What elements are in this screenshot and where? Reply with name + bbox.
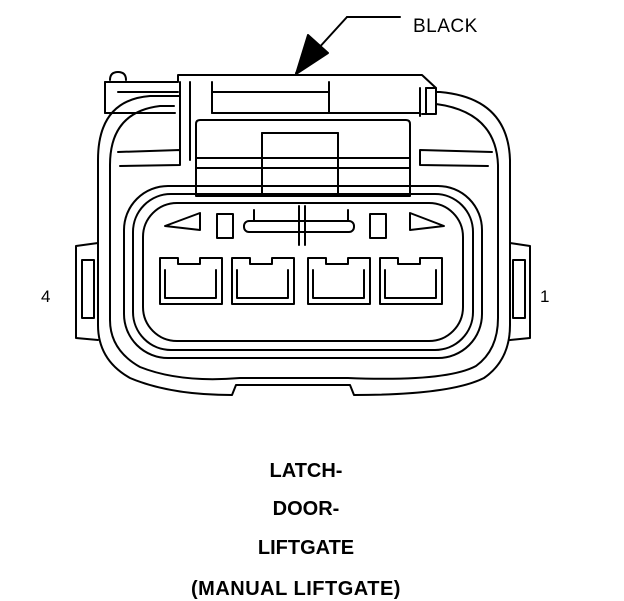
wire-color-label: BLACK: [413, 16, 478, 37]
callout-arrow: [295, 16, 401, 75]
caption-line-1: LATCH-: [269, 460, 343, 482]
cavity-3: [231, 257, 295, 305]
pin-number-left: 4: [41, 287, 51, 306]
cavity-1: [379, 257, 443, 305]
connector-latch: [104, 71, 437, 163]
cavity-2: [307, 257, 371, 305]
cavity-4: [159, 257, 223, 305]
connector-face: [123, 185, 483, 359]
caption-line-3: LIFTGATE: [257, 537, 355, 559]
pin-number-right: 1: [540, 287, 550, 306]
connector-housing: [75, 91, 531, 396]
caption-line-2: DOOR-: [272, 498, 340, 520]
caption-line-4: (MANUAL LIFTGATE): [191, 578, 401, 600]
terminal-block: [195, 119, 411, 197]
